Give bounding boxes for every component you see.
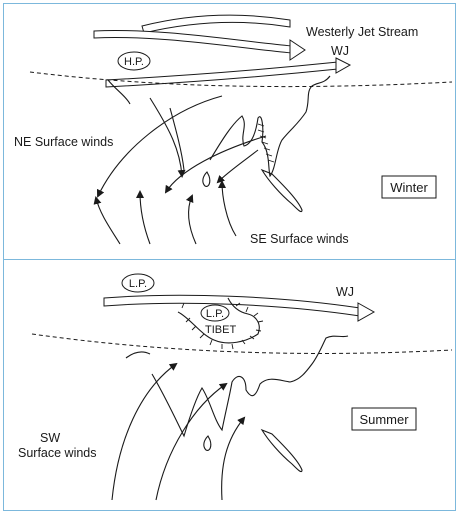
se-surface-winds-label: SE Surface winds bbox=[250, 232, 349, 246]
sw-surface-winds-label: Surface winds bbox=[18, 446, 97, 460]
summer-jet-stream-band bbox=[103, 294, 361, 317]
jet-arrowhead-lower bbox=[335, 57, 352, 74]
westerly-jet-stream-label: Westerly Jet Stream bbox=[306, 25, 418, 39]
ne-wind-arrow-2 bbox=[149, 97, 186, 178]
winter-season-box bbox=[381, 175, 437, 199]
high-pressure-ellipse bbox=[117, 51, 151, 71]
summer-diagram: L.P. WJ L.P. TIBET SW Surface winds Summ… bbox=[18, 273, 453, 501]
tibet-plateau-outline bbox=[177, 297, 260, 344]
winter-diagram: H.P. Westerly Jet Stream WJ NE Surface w… bbox=[14, 14, 453, 246]
tibet-plateau-hatch bbox=[181, 302, 264, 350]
winter-dashed-latitude bbox=[29, 71, 453, 88]
summer-island bbox=[203, 435, 212, 451]
se-wind-arrow bbox=[218, 180, 237, 237]
winter-taiwan-island bbox=[202, 171, 211, 187]
tibet-low-pressure-label: L.P. bbox=[206, 308, 224, 320]
summer-low-pressure-label: L.P. bbox=[129, 278, 147, 290]
summer-low-pressure-ellipse bbox=[121, 273, 155, 293]
high-pressure-label: H.P. bbox=[124, 56, 144, 68]
ne-wind-arrow-5 bbox=[136, 190, 151, 245]
ne-wind-arrow-1 bbox=[96, 95, 223, 198]
sw-wind-arrow-2 bbox=[155, 382, 228, 501]
ne-wind-arrow-4 bbox=[93, 196, 121, 245]
tibet-label: TIBET bbox=[205, 324, 236, 336]
winter-philippines bbox=[260, 168, 303, 213]
sw-wind-arrow-1 bbox=[111, 362, 178, 501]
ne-surface-winds-label: NE Surface winds bbox=[14, 135, 113, 149]
sw-label: SW bbox=[40, 431, 60, 445]
summer-coastline bbox=[125, 335, 349, 438]
summer-wj-label: WJ bbox=[336, 285, 354, 299]
westerly-jet-stream-band-upper bbox=[141, 14, 291, 34]
summer-philippines bbox=[260, 428, 303, 473]
summer-jet-arrowhead bbox=[357, 302, 376, 322]
tibet-low-pressure-ellipse bbox=[200, 304, 230, 322]
winter-wj-label: WJ bbox=[331, 44, 349, 58]
jet-arrowhead-upper bbox=[289, 39, 306, 61]
winter-coast-hatch bbox=[257, 123, 275, 163]
summer-dashed-latitude bbox=[31, 333, 453, 354]
westerly-jet-stream-band-lower bbox=[93, 30, 293, 54]
se-wind-arrow-2 bbox=[216, 149, 259, 184]
winter-coastline bbox=[107, 75, 331, 178]
ne-wind-arrow-3 bbox=[164, 135, 267, 194]
summer-season-box bbox=[351, 407, 417, 431]
summer-season-label: Summer bbox=[359, 412, 409, 427]
winter-season-label: Winter bbox=[390, 180, 428, 195]
ne-wind-arrow-6 bbox=[185, 194, 197, 245]
sw-wind-arrow-3 bbox=[221, 416, 246, 501]
